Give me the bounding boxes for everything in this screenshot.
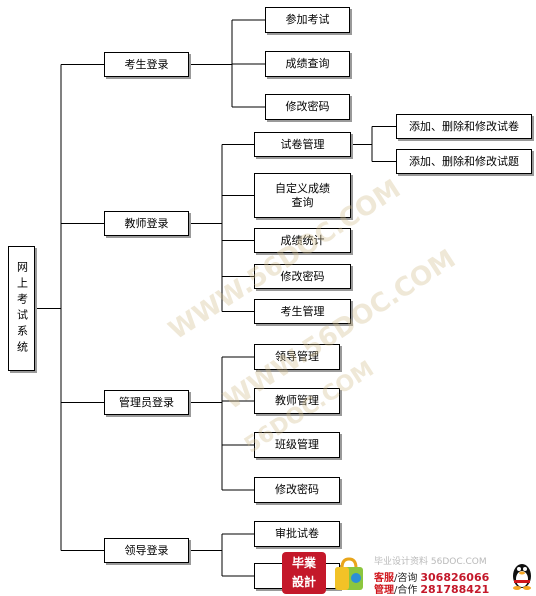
admin-number: 281788421 bbox=[420, 583, 490, 596]
leaf-node-change-pwd: 修改密码 bbox=[254, 477, 340, 503]
admin-action: 合作 bbox=[397, 585, 418, 596]
service-number: 306826066 bbox=[420, 571, 490, 584]
site-logo: 毕業 設計 bbox=[282, 552, 326, 594]
branch-node-teacher: 教师登录 bbox=[104, 211, 189, 236]
admin-separator: / bbox=[394, 585, 398, 596]
service-separator: / bbox=[394, 573, 398, 584]
leaf-node-leader-mgmt: 领导管理 bbox=[254, 344, 340, 370]
admin-label: 管理 bbox=[374, 585, 394, 596]
branch-node-admin: 管理员登录 bbox=[104, 390, 189, 415]
branch-node-student: 考生登录 bbox=[104, 52, 189, 77]
sub-node-question-edit: 添加、删除和修改试题 bbox=[396, 149, 532, 174]
leaf-node-review-paper: 审批试卷 bbox=[254, 521, 340, 547]
leaf-node-student-mgmt: 考生管理 bbox=[254, 299, 351, 324]
service-action: 咨询 bbox=[397, 573, 418, 584]
leaf-node-teacher-mgmt: 教师管理 bbox=[254, 388, 340, 414]
root-node: 网上考试系统 bbox=[8, 246, 35, 371]
leaf-node-paper-mgmt: 试卷管理 bbox=[254, 132, 351, 157]
branch-node-leader: 领导登录 bbox=[104, 538, 189, 563]
service-label: 客服 bbox=[374, 573, 394, 584]
shopping-bag-icon bbox=[335, 557, 363, 590]
leaf-node-class-mgmt: 班级管理 bbox=[254, 432, 340, 458]
leaf-node-score-query: 成绩查询 bbox=[265, 51, 350, 77]
leaf-node-score-stats: 成绩统计 bbox=[254, 228, 351, 253]
leaf-node-change-pwd: 修改密码 bbox=[265, 94, 350, 120]
leaf-node-custom-score-query: 自定义成绩 查询 bbox=[254, 173, 351, 218]
connector-lines bbox=[35, 19, 396, 577]
footer-site-text: 毕业设计资料 56DOC.COM bbox=[374, 557, 487, 567]
leaf-node-take-exam: 参加考试 bbox=[265, 7, 350, 33]
penguin-icon bbox=[513, 564, 531, 590]
sub-node-paper-edit: 添加、删除和修改试卷 bbox=[396, 114, 532, 139]
leaf-node-change-pwd: 修改密码 bbox=[254, 264, 351, 289]
